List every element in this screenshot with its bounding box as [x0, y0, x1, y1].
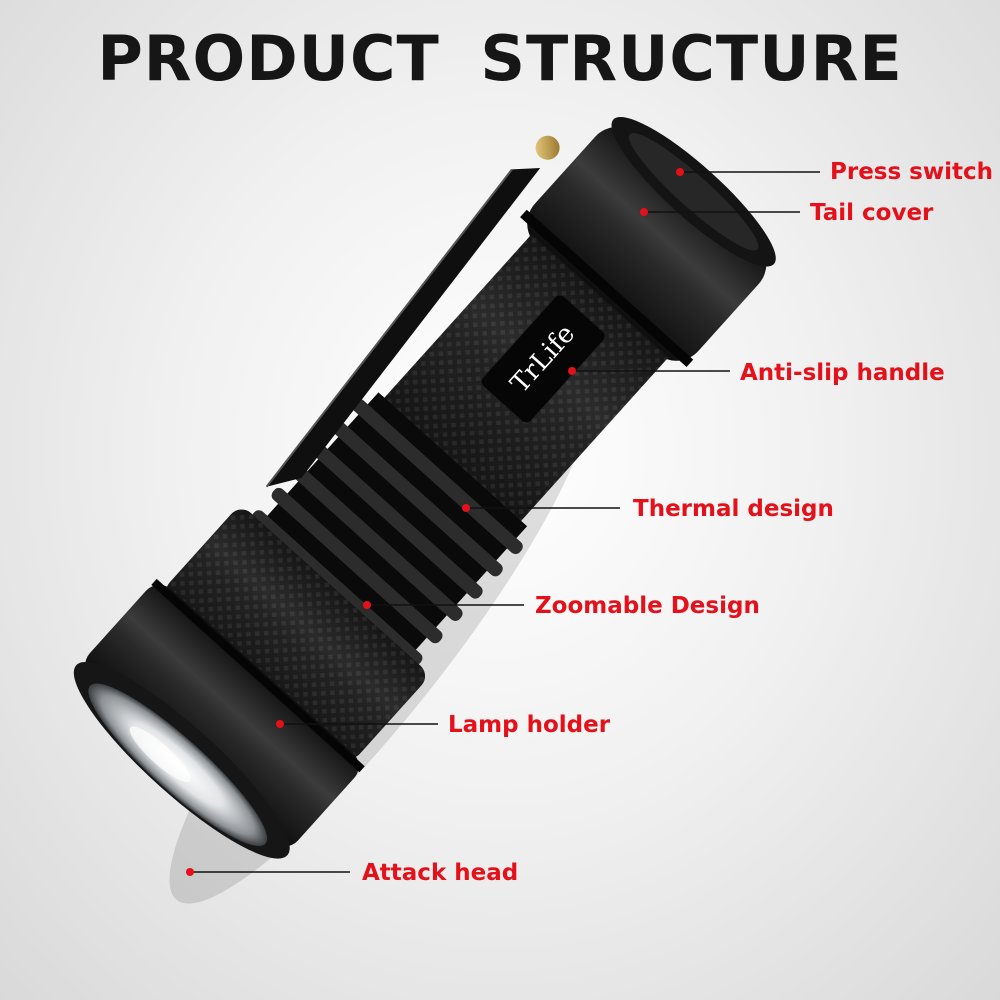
- pocket-clip: [265, 135, 560, 488]
- zoom-ring-part: [166, 509, 426, 759]
- anti-slip-handle-part: TrLife: [381, 234, 669, 525]
- callout-tail-cover: Tail cover: [810, 200, 934, 226]
- attack-head-part: [73, 661, 290, 859]
- thermal-fins-part: [251, 392, 528, 666]
- callout-anti-slip-handle: Anti-slip handle: [740, 360, 945, 386]
- callout-lamp-holder: Lamp holder: [448, 712, 611, 738]
- tail-cover-part: [520, 116, 776, 368]
- page-title: PRODUCT STRUCTURE: [97, 22, 903, 95]
- callout-thermal-design: Thermal design: [633, 496, 834, 522]
- callout-zoomable-design: Zoomable Design: [535, 593, 760, 619]
- flashlight-body: TrLife: [73, 116, 776, 859]
- callout-attack-head: Attack head: [362, 860, 519, 886]
- callout-press-switch: Press switch: [830, 159, 994, 185]
